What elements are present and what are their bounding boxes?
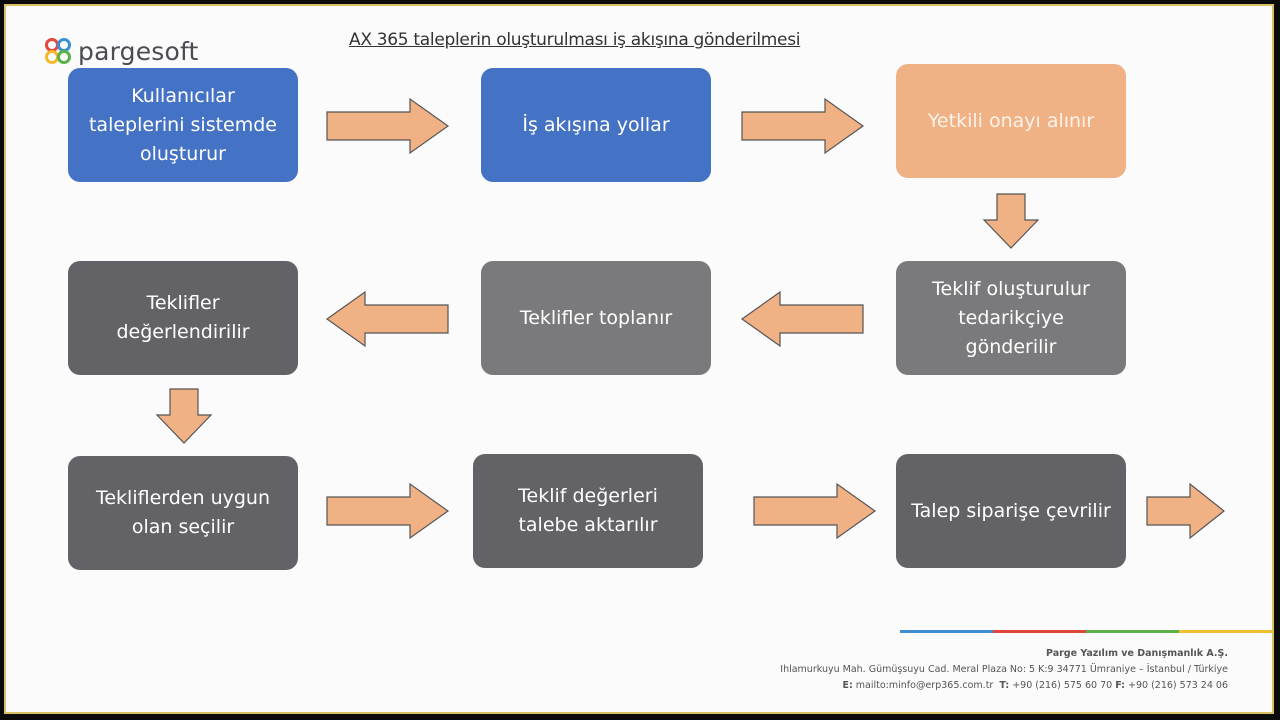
footer-fax: +90 (216) 573 24 06 [1128, 680, 1228, 691]
step-box-7: Tekliflerden uygun olan seçilir [68, 456, 298, 570]
arrow-left-icon [325, 290, 450, 348]
footer-address: Ihlamurkuyu Mah. Gümüşsuyu Cad. Meral Pl… [780, 664, 1228, 675]
step-box-4: Teklif oluşturulur tedarikçiye gönderili… [896, 261, 1126, 375]
pargesoft-logo: pargesoft [44, 34, 199, 68]
arrow-left-icon [740, 290, 865, 348]
footer: Parge Yazılım ve Danışmanlık A.Ş. Ihlamu… [780, 646, 1228, 694]
step-label-2: İş akışına yollar [522, 113, 670, 136]
arrow-right-icon [326, 97, 450, 155]
slide: pargesoft AX 365 taleplerin oluşturulmas… [4, 4, 1274, 714]
arrow-right-icon [326, 482, 450, 540]
arrow-down-icon [982, 193, 1040, 249]
step-label-7: Tekliflerden uygun olan seçilir [95, 487, 271, 538]
step-label-9: Talep siparişe çevrilir [911, 499, 1111, 522]
arrow-right-icon [753, 482, 877, 540]
step-box-8: Teklif değerleri talebe aktarılır [473, 454, 703, 568]
step-box-1: Kullanıcılar taleplerini sistemde oluştu… [68, 68, 298, 182]
step-box-9: Talep siparişe çevrilir [896, 454, 1126, 568]
arrow-right-icon [1146, 482, 1226, 540]
footer-phone-label: T: [999, 680, 1010, 691]
footer-contact: E: mailto:minfo@erp365.com.tr T: +90 (21… [780, 678, 1228, 694]
arrow-down-icon [155, 388, 213, 444]
footer-fax-label: F: [1115, 680, 1125, 691]
page-title: AX 365 taleplerin oluşturulması iş akışı… [349, 30, 801, 50]
step-box-6: Teklifler değerlendirilir [68, 261, 298, 375]
step-label-8: Teklif değerleri talebe aktarılır [518, 485, 658, 536]
step-box-3: Yetkili onayı alınır [896, 64, 1126, 178]
footer-phone: +90 (216) 575 60 70 [1012, 680, 1113, 691]
step-label-5: Teklifler toplanır [519, 306, 673, 329]
footer-company: Parge Yazılım ve Danışmanlık A.Ş. [1046, 648, 1228, 659]
step-label-3: Yetkili onayı alınır [927, 109, 1095, 132]
step-box-2: İş akışına yollar [481, 68, 711, 182]
footer-email[interactable]: mailto:minfo@erp365.com.tr [855, 680, 994, 691]
step-label-4: Teklif oluşturulur tedarikçiye gönderili… [932, 277, 1090, 358]
arrow-right-icon [741, 97, 865, 155]
step-box-5: Teklifler toplanır [481, 261, 711, 375]
step-label-1: Kullanıcılar taleplerini sistemde oluştu… [88, 84, 277, 165]
footer-color-rule [900, 630, 1272, 633]
brand-name: pargesoft [78, 36, 199, 66]
logo-mark-icon [45, 38, 71, 64]
footer-email-label: E: [842, 680, 853, 691]
step-label-6: Teklifler değerlendirilir [116, 292, 250, 343]
